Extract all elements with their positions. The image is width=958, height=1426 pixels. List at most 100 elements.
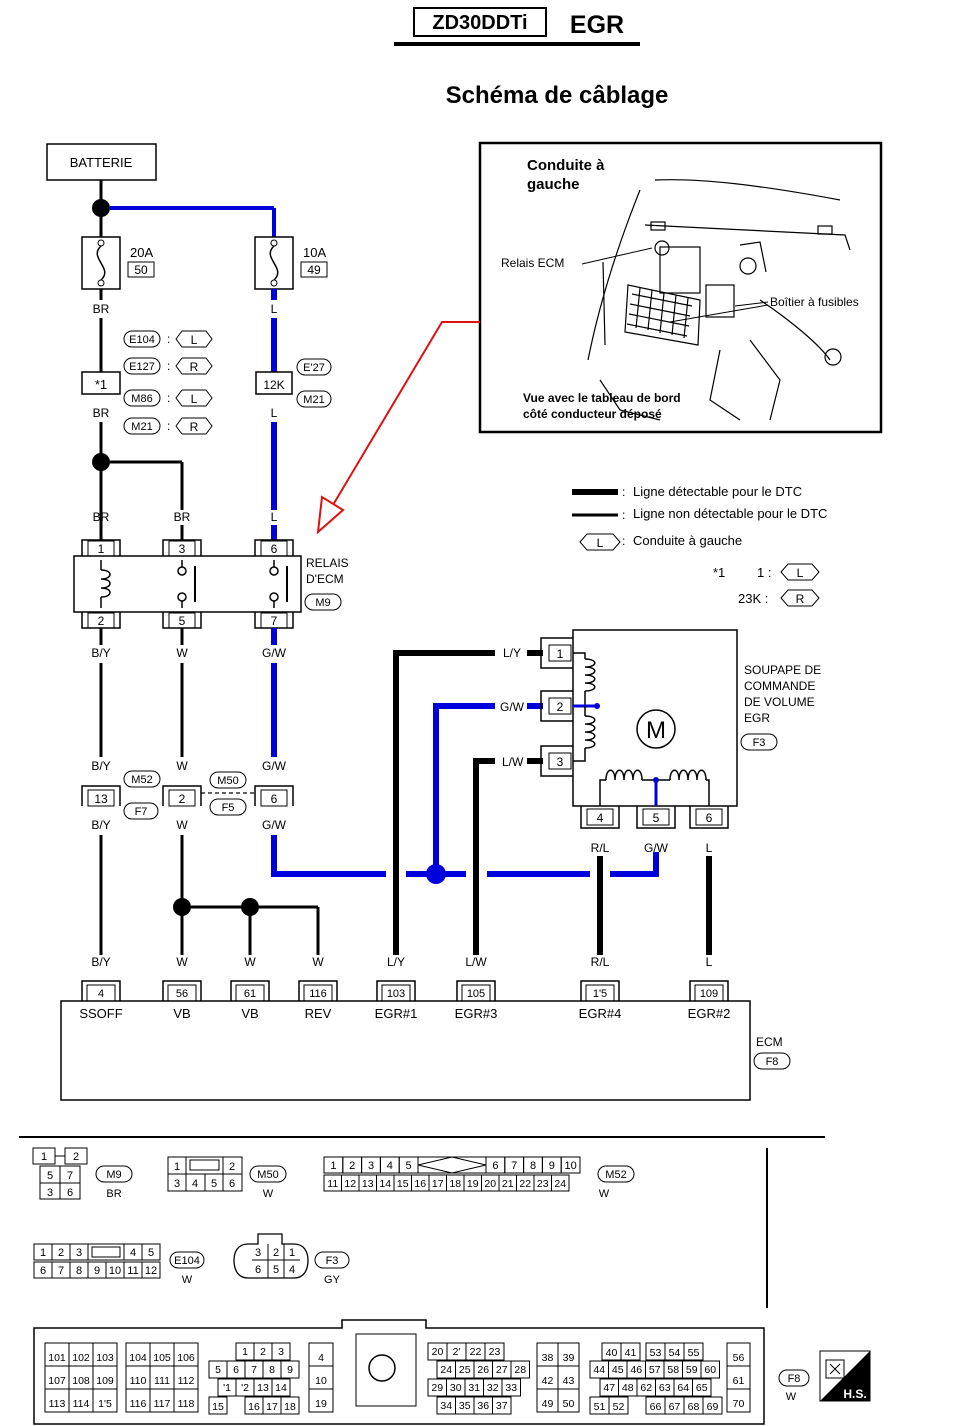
- pin-cell: 3: [278, 1346, 284, 1358]
- wire-label: L/W: [465, 955, 487, 969]
- pin-cell: 6: [233, 1364, 239, 1376]
- svg-text:W: W: [263, 1188, 274, 1200]
- svg-text::: :: [622, 485, 625, 499]
- svg-text:3: 3: [47, 1187, 53, 1199]
- tag-m50: M50: [217, 775, 238, 787]
- svg-text:2: 2: [73, 1151, 79, 1163]
- relay-pin-2: 2: [81, 612, 121, 629]
- wire-label: L: [271, 406, 278, 420]
- pin-name: REV: [305, 1006, 332, 1021]
- conn-pin-6: 6: [254, 785, 294, 807]
- svg-text:1: 1: [41, 1151, 47, 1163]
- wire-label: B/Y: [91, 818, 110, 832]
- svg-text:6: 6: [271, 792, 278, 806]
- pin-cell: 29: [431, 1382, 443, 1394]
- pin-cell: 42: [542, 1375, 554, 1387]
- pin-cell: 27: [496, 1364, 508, 1376]
- tag-f7: F7: [135, 806, 148, 818]
- pin-cell: 1'5: [98, 1398, 112, 1410]
- pin-cell: 52: [613, 1401, 625, 1413]
- pin-cell: 62: [640, 1382, 652, 1394]
- pin-cell: 113: [49, 1398, 66, 1410]
- fusebox-callout: Boîtier à fusibles: [770, 295, 859, 309]
- pin-cell: 18: [449, 1178, 461, 1190]
- pin-cell: 15: [397, 1178, 409, 1190]
- svg-text:L: L: [597, 536, 604, 550]
- pin-cell: 53: [650, 1347, 662, 1359]
- wire-label: L: [271, 510, 278, 524]
- pin-number: 103: [387, 988, 405, 1000]
- pin-cell: 17: [432, 1178, 444, 1190]
- egr-pin-3: 3: [540, 745, 573, 777]
- wire-label: L: [706, 955, 713, 969]
- pin-cell: 10: [564, 1160, 576, 1172]
- pin-cell: 9: [94, 1265, 100, 1277]
- wire-label: BR: [93, 510, 110, 524]
- pin-number: 61: [244, 988, 256, 1000]
- pin-cell: 64: [677, 1382, 689, 1394]
- wire-label: G/W: [500, 700, 525, 714]
- tag-m21: M21 : R: [123, 417, 213, 435]
- pin-cell: 107: [48, 1375, 66, 1387]
- svg-text:3: 3: [557, 755, 564, 769]
- svg-text:6: 6: [229, 1178, 235, 1190]
- svg-text::: :: [167, 332, 170, 346]
- page-title: Schéma de câblage: [446, 82, 669, 109]
- svg-text::: :: [622, 508, 625, 522]
- pin-cell: 19: [315, 1398, 327, 1410]
- pin-cell: 24: [554, 1178, 566, 1190]
- inset-location-view: Conduite à gauche Relais ECM Boîtier à f…: [478, 141, 883, 434]
- relay-pin-5: 5: [162, 612, 202, 629]
- relay-pin-6: 6: [254, 539, 294, 557]
- pin-cell: 67: [669, 1401, 681, 1413]
- pin-cell: 101: [48, 1352, 66, 1364]
- pin-cell: 24: [440, 1364, 452, 1376]
- svg-text:F3: F3: [326, 1255, 339, 1267]
- pin-cell: 32: [487, 1382, 499, 1394]
- pin-cell: 8: [269, 1364, 275, 1376]
- pin-cell: '2: [241, 1382, 249, 1394]
- pin-name: EGR#3: [455, 1006, 498, 1021]
- conn-pin-13: 13: [81, 785, 121, 807]
- egr-pin-4: 4: [580, 806, 620, 829]
- wire-label: L: [706, 841, 713, 855]
- pin-cell: 6: [40, 1265, 46, 1277]
- pin-cell: 49: [542, 1398, 554, 1410]
- pin-cell: 103: [96, 1352, 114, 1364]
- pin-cell: 10: [109, 1265, 121, 1277]
- svg-text:E104: E104: [174, 1255, 200, 1267]
- svg-text:4: 4: [289, 1264, 295, 1276]
- header: ZD30DDTi EGR Schéma de câblage: [394, 7, 669, 109]
- l-wire-blue: L 12K L L E'27 M21: [255, 289, 332, 540]
- egr-label-2: COMMANDE: [744, 679, 815, 693]
- wire-label: B/Y: [91, 759, 110, 773]
- pin-cell: 36: [477, 1400, 489, 1412]
- pin-cell: 5: [148, 1247, 154, 1259]
- wire-label: B/Y: [91, 646, 110, 660]
- pin-number: 1'5: [593, 988, 607, 1000]
- pin-cell: 9: [549, 1160, 555, 1172]
- jc-12k: 12K: [263, 378, 284, 392]
- legend-star: *1: [713, 565, 725, 580]
- legend-lhd: Conduite à gauche: [633, 533, 742, 548]
- ecm-input-wires: L/Y G/W L/W R/L G/W L: [99, 646, 713, 955]
- pin-name: EGR#4: [579, 1006, 622, 1021]
- pin-cell: 39: [563, 1352, 575, 1364]
- m50-connector-face: 1 2 3 4 5 6 M50 W: [167, 1156, 287, 1200]
- pin-cell: 5: [215, 1364, 221, 1376]
- inset-view-2: côté conducteur déposé: [523, 407, 662, 421]
- svg-text:6: 6: [706, 811, 713, 825]
- pin-cell: 104: [129, 1352, 147, 1364]
- svg-text:5: 5: [273, 1264, 279, 1276]
- svg-text:2: 2: [229, 1161, 235, 1173]
- egr-pin-1: 1: [540, 637, 573, 669]
- inset-title-1: Conduite à: [527, 157, 605, 174]
- svg-text:W: W: [599, 1188, 610, 1200]
- relay-conn-code: M9: [315, 597, 330, 609]
- pin-cell: 12: [145, 1265, 157, 1277]
- pin-cell: 111: [154, 1375, 170, 1387]
- wire-label: BR: [93, 302, 110, 316]
- system-label: EGR: [570, 11, 624, 39]
